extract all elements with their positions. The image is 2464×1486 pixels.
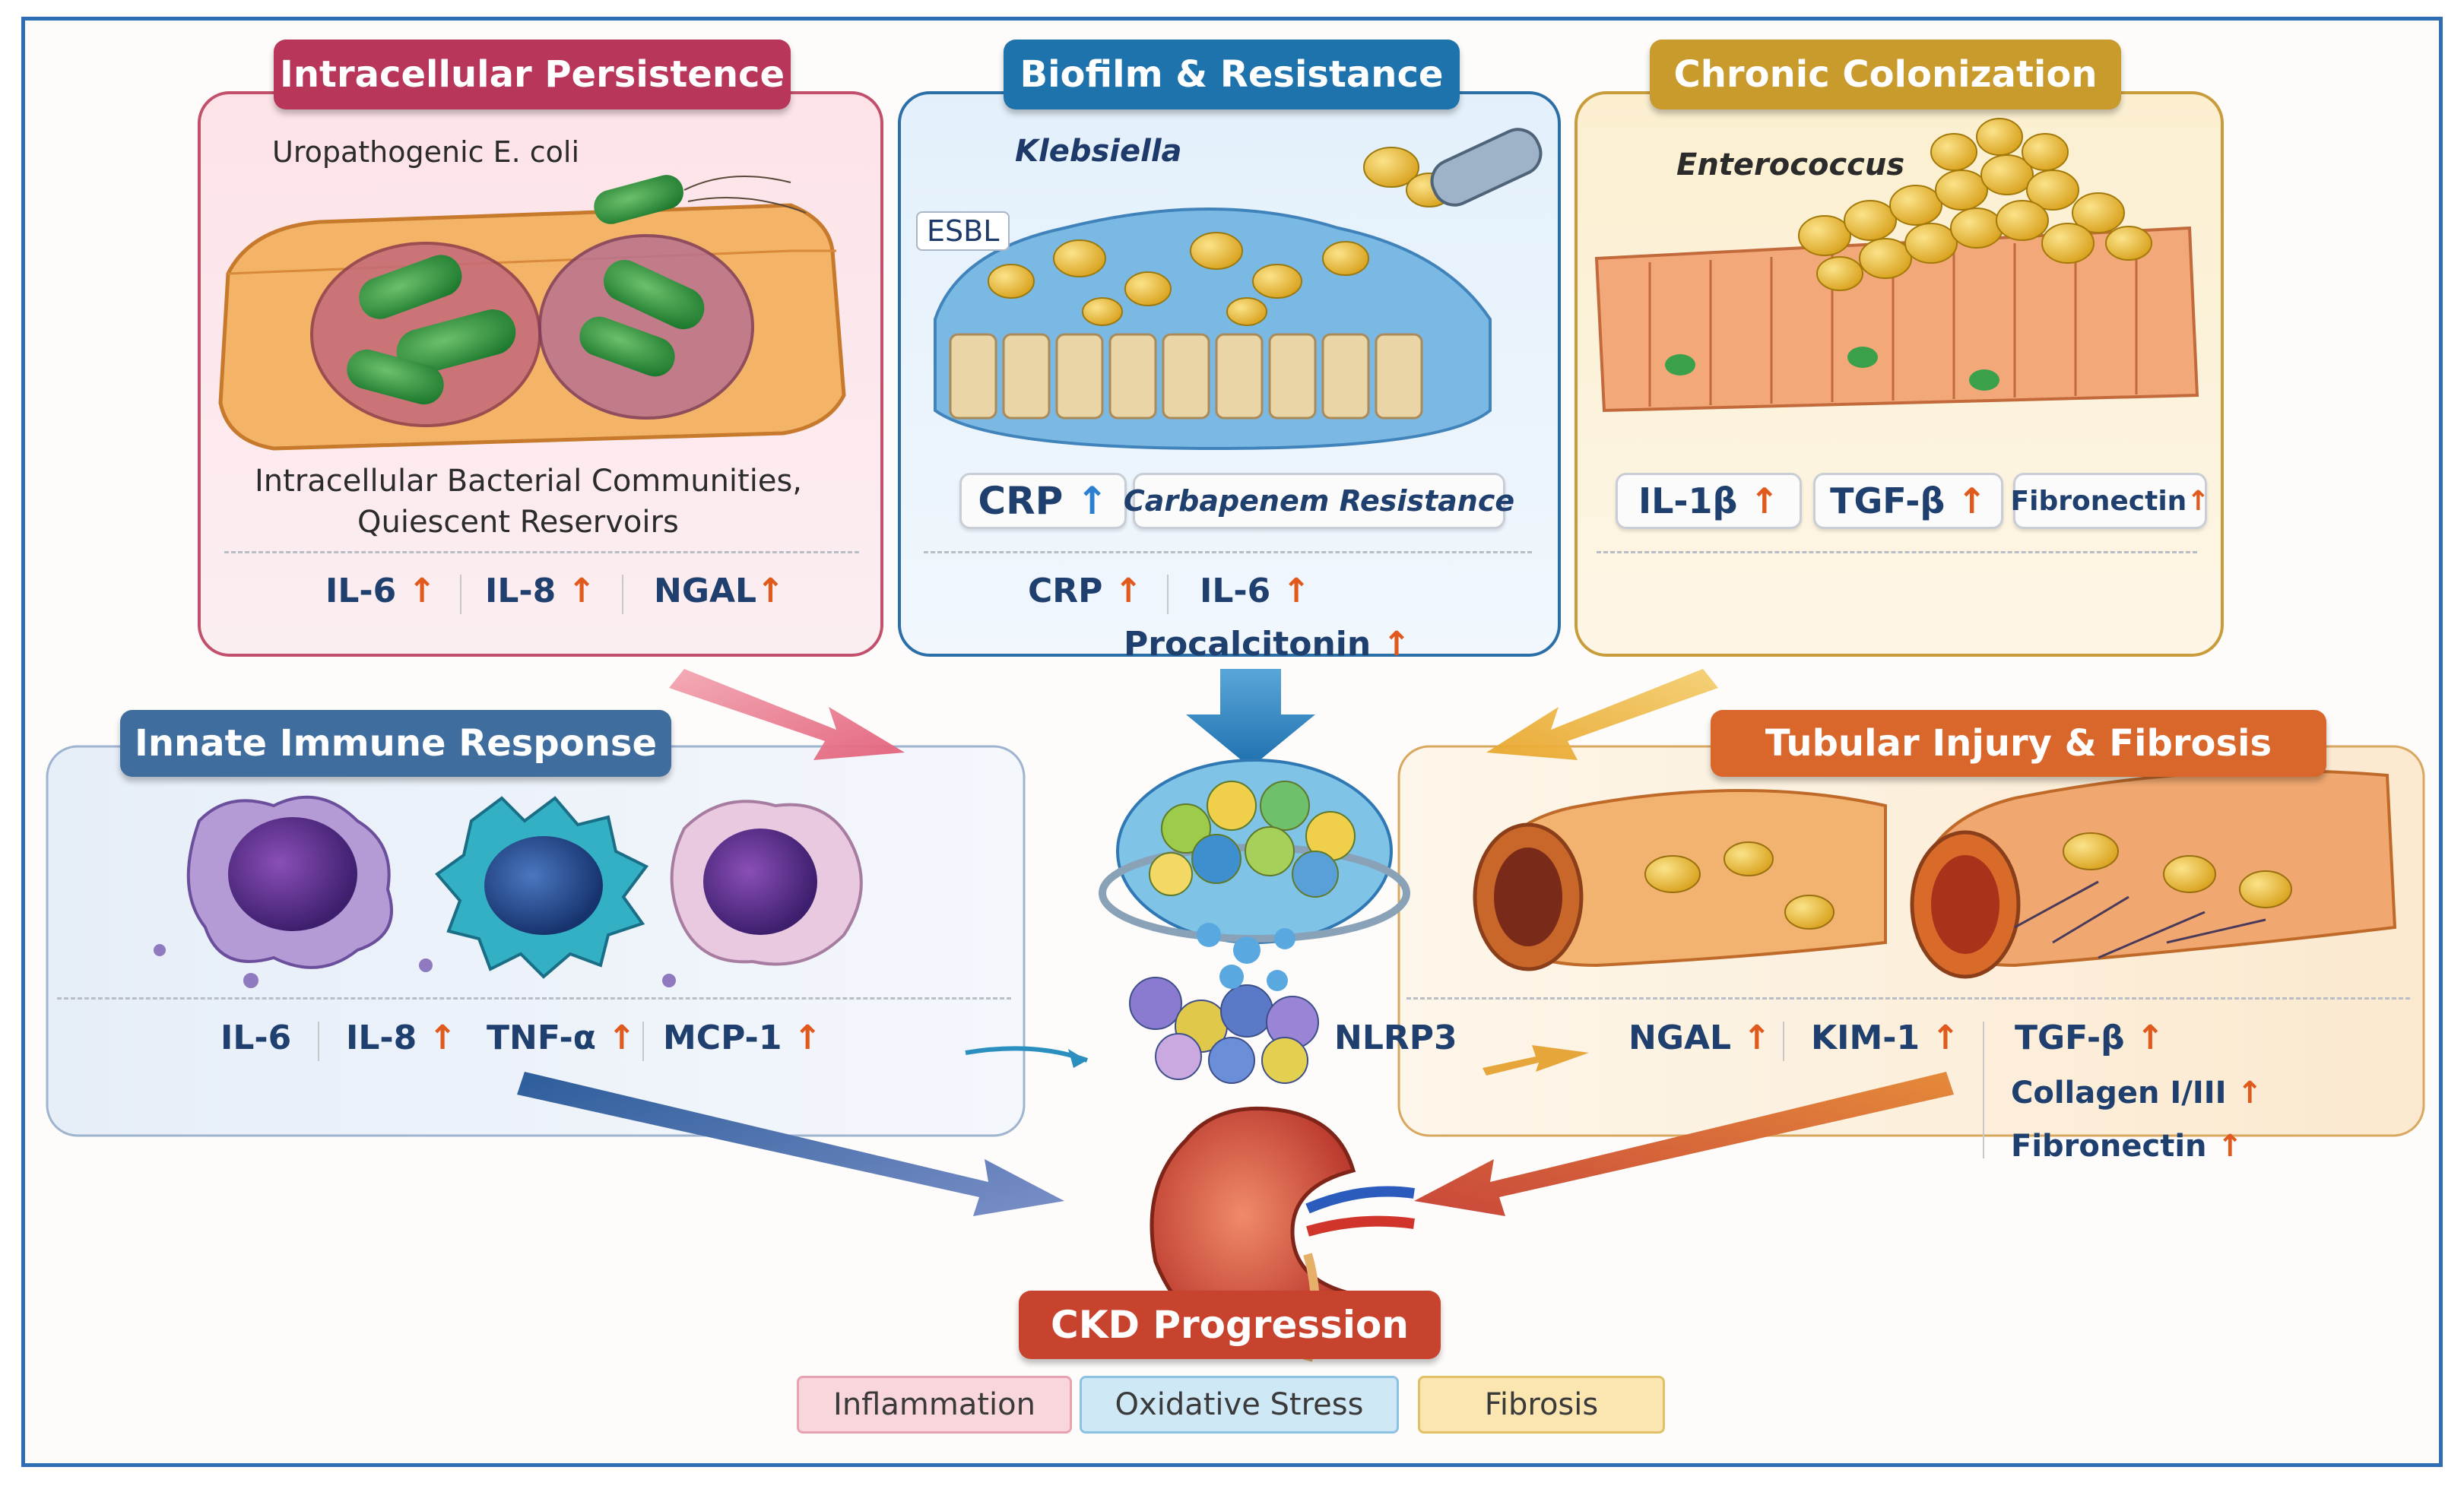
marker-tgfb-tubular: TGF-β ↑ bbox=[2015, 1019, 2164, 1057]
marker-il6-intracellular: IL-6 ↑ bbox=[325, 572, 436, 610]
tubular-injury-fibrosis-title: Tubular Injury & Fibrosis bbox=[1711, 710, 2326, 777]
marker-il8-intracellular: IL-8 ↑ bbox=[485, 572, 596, 610]
marker-mcp1-innate: MCP-1 ↑ bbox=[663, 1019, 822, 1057]
organism-label-klebsiella: Klebsiella bbox=[1015, 134, 1182, 169]
marker-fibronectin-tubular: Fibronectin ↑ bbox=[2011, 1129, 2243, 1164]
chip-crp-biofilm: CRP ↑ bbox=[959, 473, 1127, 529]
intracellular-persistence-title: Intracellular Persistence bbox=[274, 40, 791, 109]
chip-fibronectin-chronic: Fibronectin↑ bbox=[2011, 473, 2209, 529]
innate-immune-response-title: Innate Immune Response bbox=[120, 710, 671, 777]
legend-fibrosis: Fibrosis bbox=[1418, 1376, 1665, 1434]
intracellular-caption-line1: Intracellular Bacterial Communities, bbox=[255, 464, 802, 499]
marker-tnfa-innate: TNF-α ↑ bbox=[487, 1019, 636, 1057]
chip-carbapenem-resistance: Carbapenem Resistance bbox=[1124, 473, 1514, 529]
intracellular-divider bbox=[224, 551, 859, 553]
ckd-progression-title: CKD Progression bbox=[1019, 1291, 1441, 1359]
chronic-colonization-title: Chronic Colonization bbox=[1650, 40, 2121, 109]
marker-il6-innate: IL-6 bbox=[220, 1019, 292, 1057]
legend-oxidative-stress: Oxidative Stress bbox=[1080, 1376, 1399, 1434]
marker-collagen-tubular: Collagen I/III ↑ bbox=[2011, 1076, 2263, 1111]
marker-crp-biofilm: CRP ↑ bbox=[1028, 572, 1143, 610]
chronic-divider bbox=[1597, 551, 2197, 553]
organism-label-ecoli: Uropathogenic E. coli bbox=[272, 135, 580, 169]
biofilm-resistance-title: Biofilm & Resistance bbox=[1004, 40, 1460, 109]
marker-ngal-intracellular: NGAL↑ bbox=[654, 572, 785, 610]
biofilm-divider bbox=[924, 551, 1532, 553]
organism-label-enterococcus: Enterococcus bbox=[1676, 147, 1905, 182]
chip-tgfb-chronic: TGF-β ↑ bbox=[1813, 473, 2003, 529]
marker-il8-innate: IL-8 ↑ bbox=[346, 1019, 457, 1057]
intracellular-caption-line2: Quiescent Reservoirs bbox=[357, 505, 679, 540]
marker-procalcitonin: Procalcitonin ↑ bbox=[1124, 625, 1411, 664]
innate-divider bbox=[57, 997, 1011, 1000]
legend-inflammation: Inflammation bbox=[797, 1376, 1072, 1434]
marker-nlrp3: NLRP3 bbox=[1334, 1019, 1457, 1057]
marker-il6-biofilm: IL-6 ↑ bbox=[1200, 572, 1311, 610]
esbl-label: ESBL bbox=[916, 211, 1010, 251]
tubular-divider bbox=[1406, 997, 2410, 1000]
marker-ngal-tubular: NGAL ↑ bbox=[1628, 1019, 1771, 1057]
chip-il1b-chronic: IL-1β ↑ bbox=[1616, 473, 1802, 529]
marker-kim1-tubular: KIM-1 ↑ bbox=[1811, 1019, 1960, 1057]
